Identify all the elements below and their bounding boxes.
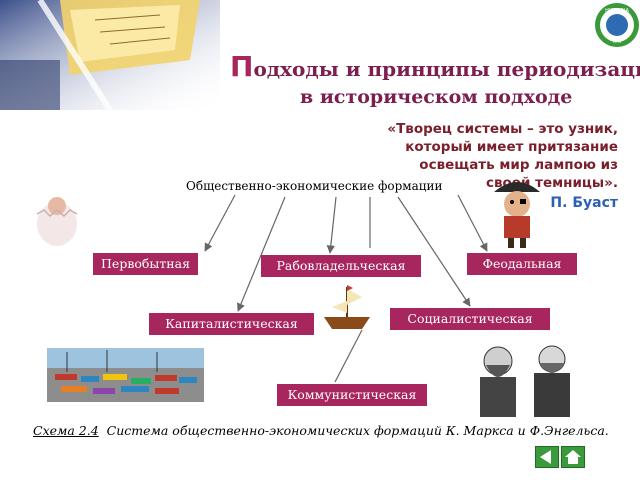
- notebook-pen-decoration: [0, 0, 220, 110]
- diagram-root-label: Общественно-экономические формации: [186, 179, 443, 193]
- title-first-letter: П: [230, 50, 254, 83]
- arrow-to-capitalist: [236, 196, 286, 312]
- home-button[interactable]: [561, 446, 585, 468]
- node-slave-owning: Рабовладельческая: [261, 255, 421, 277]
- back-arrow-icon: [540, 450, 551, 464]
- node-communist: Коммунистическая: [277, 384, 427, 406]
- node-socialist: Социалистическая: [390, 308, 550, 330]
- quote-author: П. Буаст: [550, 195, 618, 211]
- quote-text: «Творец системы – это узник, который име…: [387, 121, 618, 191]
- diagram-caption: Схема 2.4 Система общественно-экономичес…: [33, 423, 623, 438]
- pirate-image: [494, 182, 540, 248]
- logo-top-text: HISTORIA: [605, 8, 629, 14]
- node-capitalist: Капиталистическая: [149, 313, 314, 335]
- back-button[interactable]: [535, 446, 559, 468]
- node-primitive: Первобытная: [93, 253, 198, 275]
- logo-bottom-text: XXI: [613, 39, 621, 45]
- node-feudal: Феодальная: [467, 253, 577, 275]
- historia-logo: HISTORIA XXI: [595, 3, 639, 47]
- arrow-to-primitive: [204, 194, 236, 252]
- port-containers-image: [47, 348, 204, 402]
- ship-image: [324, 285, 370, 329]
- egg-image: [36, 197, 78, 246]
- caption-label: Схема 2.4: [33, 423, 99, 438]
- arrow-to-socialist: [397, 196, 471, 307]
- marx-engels-image: [464, 339, 586, 419]
- home-icon: [565, 450, 581, 464]
- slide-title-line2: в историческом подходе: [300, 86, 573, 108]
- title-line1-rest: одходы и принципы периодизации: [253, 57, 640, 81]
- arrow-to-slave: [326, 196, 337, 254]
- caption-text: Система общественно-экономических формац…: [106, 423, 609, 438]
- line-ship-to-communist: [334, 329, 363, 383]
- slide-title-line1: Подходы и принципы периодизации: [230, 50, 640, 83]
